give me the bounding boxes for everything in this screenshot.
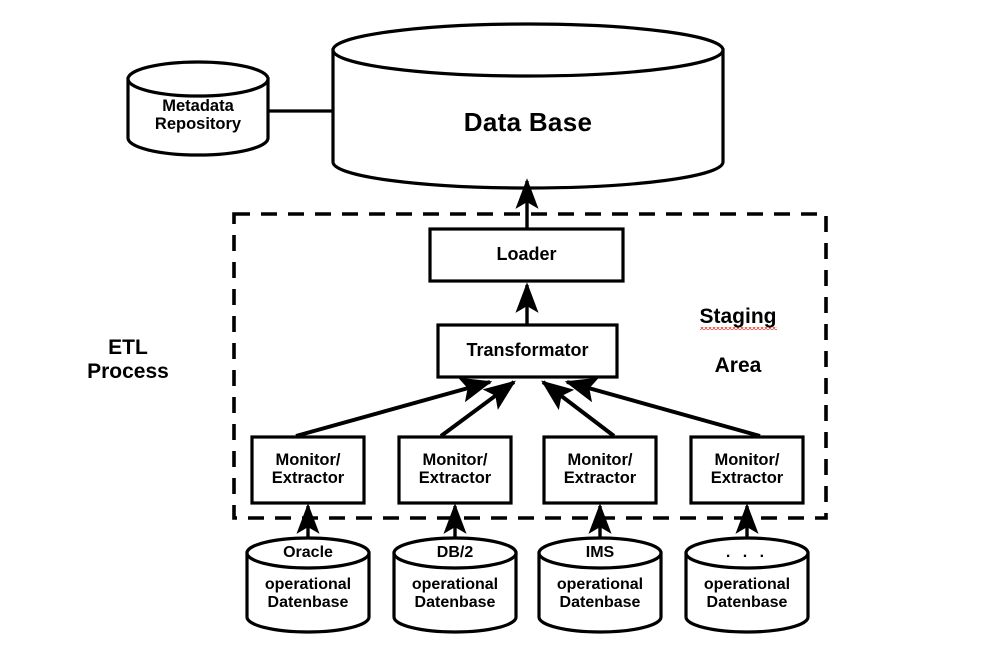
monitor-extractor-box-3	[542, 435, 658, 505]
extractor-4-to-transformator-arrow	[564, 377, 761, 438]
monitor-extractor-box-2	[397, 435, 513, 505]
staging-area-boundary	[232, 212, 828, 520]
monitor-extractor-box-4	[689, 435, 805, 505]
metadata-repository-cylinder	[126, 60, 270, 157]
monitor-extractor-box-1	[250, 435, 366, 505]
data-base-cylinder	[331, 22, 725, 190]
extractor-2-to-transformator-arrow	[439, 380, 516, 438]
extractor-3-to-transformator-arrow	[541, 380, 616, 438]
source-database-cylinder-3	[537, 536, 663, 634]
source-database-cylinder-2	[392, 536, 518, 634]
transformator-box	[436, 323, 619, 379]
extractor-1-to-transformator-arrow	[295, 377, 493, 438]
loader-box	[428, 227, 625, 283]
source-database-cylinder-4	[684, 536, 810, 634]
source-database-cylinder-1	[245, 536, 371, 634]
